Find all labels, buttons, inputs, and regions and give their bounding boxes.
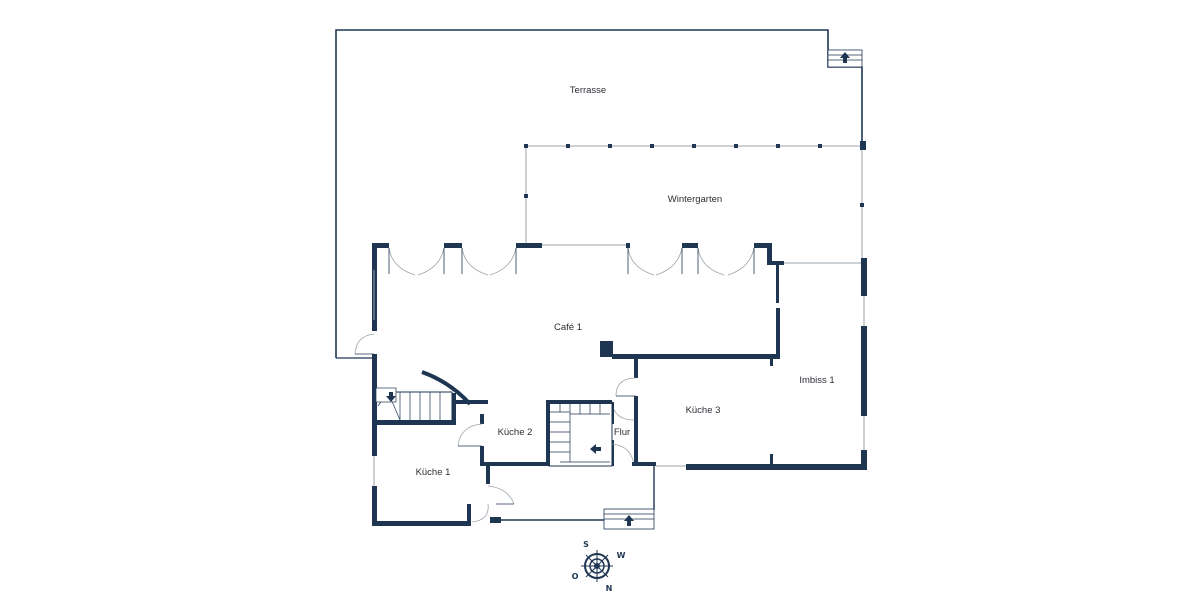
left-exterior-wall	[354, 243, 471, 526]
room-label-wintergarten: Wintergarten	[668, 194, 722, 205]
compass-s-label: S	[583, 540, 589, 549]
central-stair	[546, 400, 613, 467]
room-label-kueche2: Küche 2	[498, 427, 533, 438]
room-label-kueche3: Küche 3	[686, 405, 721, 416]
down-arrow-icon	[590, 444, 601, 454]
kitchen3-walls	[610, 356, 656, 467]
room-label-cafe: Café 1	[554, 322, 582, 333]
compass-w-label: W	[617, 551, 626, 560]
terrace-outline	[335, 29, 863, 359]
room-label-flur: Flur	[614, 427, 630, 438]
compass-o-label: O	[572, 572, 579, 581]
right-exterior-wall	[656, 258, 867, 470]
down-arrow-icon	[386, 392, 396, 402]
kitchen2-walls	[372, 370, 550, 466]
room-label-kueche1: Küche 1	[416, 467, 451, 478]
wintergarten-glazing	[524, 141, 866, 262]
room-label-terrasse: Terrasse	[570, 85, 606, 96]
cafe-imbiss-wall	[600, 263, 780, 366]
lower-corridor	[471, 466, 655, 530]
room-labels: Terrasse Wintergarten Café 1 Imbiss 1 Kü…	[416, 85, 835, 478]
compass-icon: S W O N	[572, 540, 626, 593]
cafe-front-wall	[372, 243, 862, 276]
up-arrow-icon	[624, 515, 634, 526]
compass-n-label: N	[606, 584, 613, 593]
room-label-imbiss: Imbiss 1	[799, 375, 834, 386]
up-arrow-icon	[840, 52, 850, 63]
